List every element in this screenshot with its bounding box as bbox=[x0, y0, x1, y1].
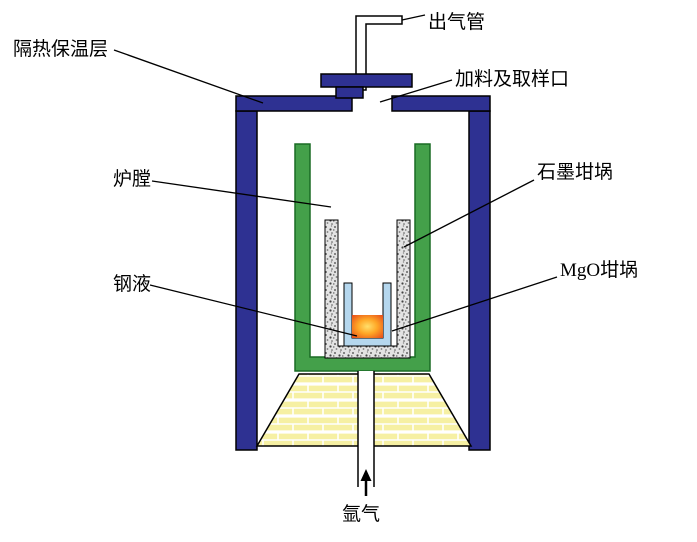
label-graphite-crucible: 石墨坩埚 bbox=[537, 161, 613, 183]
lid-right bbox=[391, 95, 491, 112]
graphite-crucible bbox=[324, 219, 411, 359]
label-feed-sample-port: 加料及取样口 bbox=[455, 68, 569, 90]
leader-mgo-crucible bbox=[391, 276, 558, 332]
leader-insulation bbox=[113, 49, 264, 104]
lid-left bbox=[235, 95, 353, 112]
leader-graphite-crucible bbox=[403, 179, 535, 248]
insulation-wall-right bbox=[468, 110, 491, 451]
label-mgo-crucible: MgO坩埚 bbox=[560, 259, 638, 281]
label-molten-steel: 钢液 bbox=[113, 273, 151, 295]
argon-arrow-head bbox=[360, 469, 372, 481]
molten-steel bbox=[352, 315, 383, 338]
insulation-wall-left bbox=[235, 110, 258, 451]
argon-tube-body bbox=[358, 371, 374, 487]
mgo-crucible bbox=[343, 282, 392, 347]
label-argon-gas: 氩气 bbox=[342, 503, 380, 525]
label-furnace-chamber: 炉膛 bbox=[113, 168, 151, 190]
argon-tube-walls bbox=[357, 371, 375, 487]
port-cap bbox=[320, 73, 413, 88]
leader-outlet-pipe bbox=[401, 14, 426, 21]
leader-feed-sample-port bbox=[379, 79, 453, 103]
label-outlet-pipe: 出气管 bbox=[428, 11, 485, 33]
label-insulation: 隔热保温层 bbox=[13, 38, 108, 60]
port-block bbox=[335, 86, 364, 99]
leader-molten-steel bbox=[149, 284, 358, 337]
furnace-chamber-lining bbox=[294, 143, 431, 372]
leader-furnace-chamber bbox=[151, 180, 332, 208]
